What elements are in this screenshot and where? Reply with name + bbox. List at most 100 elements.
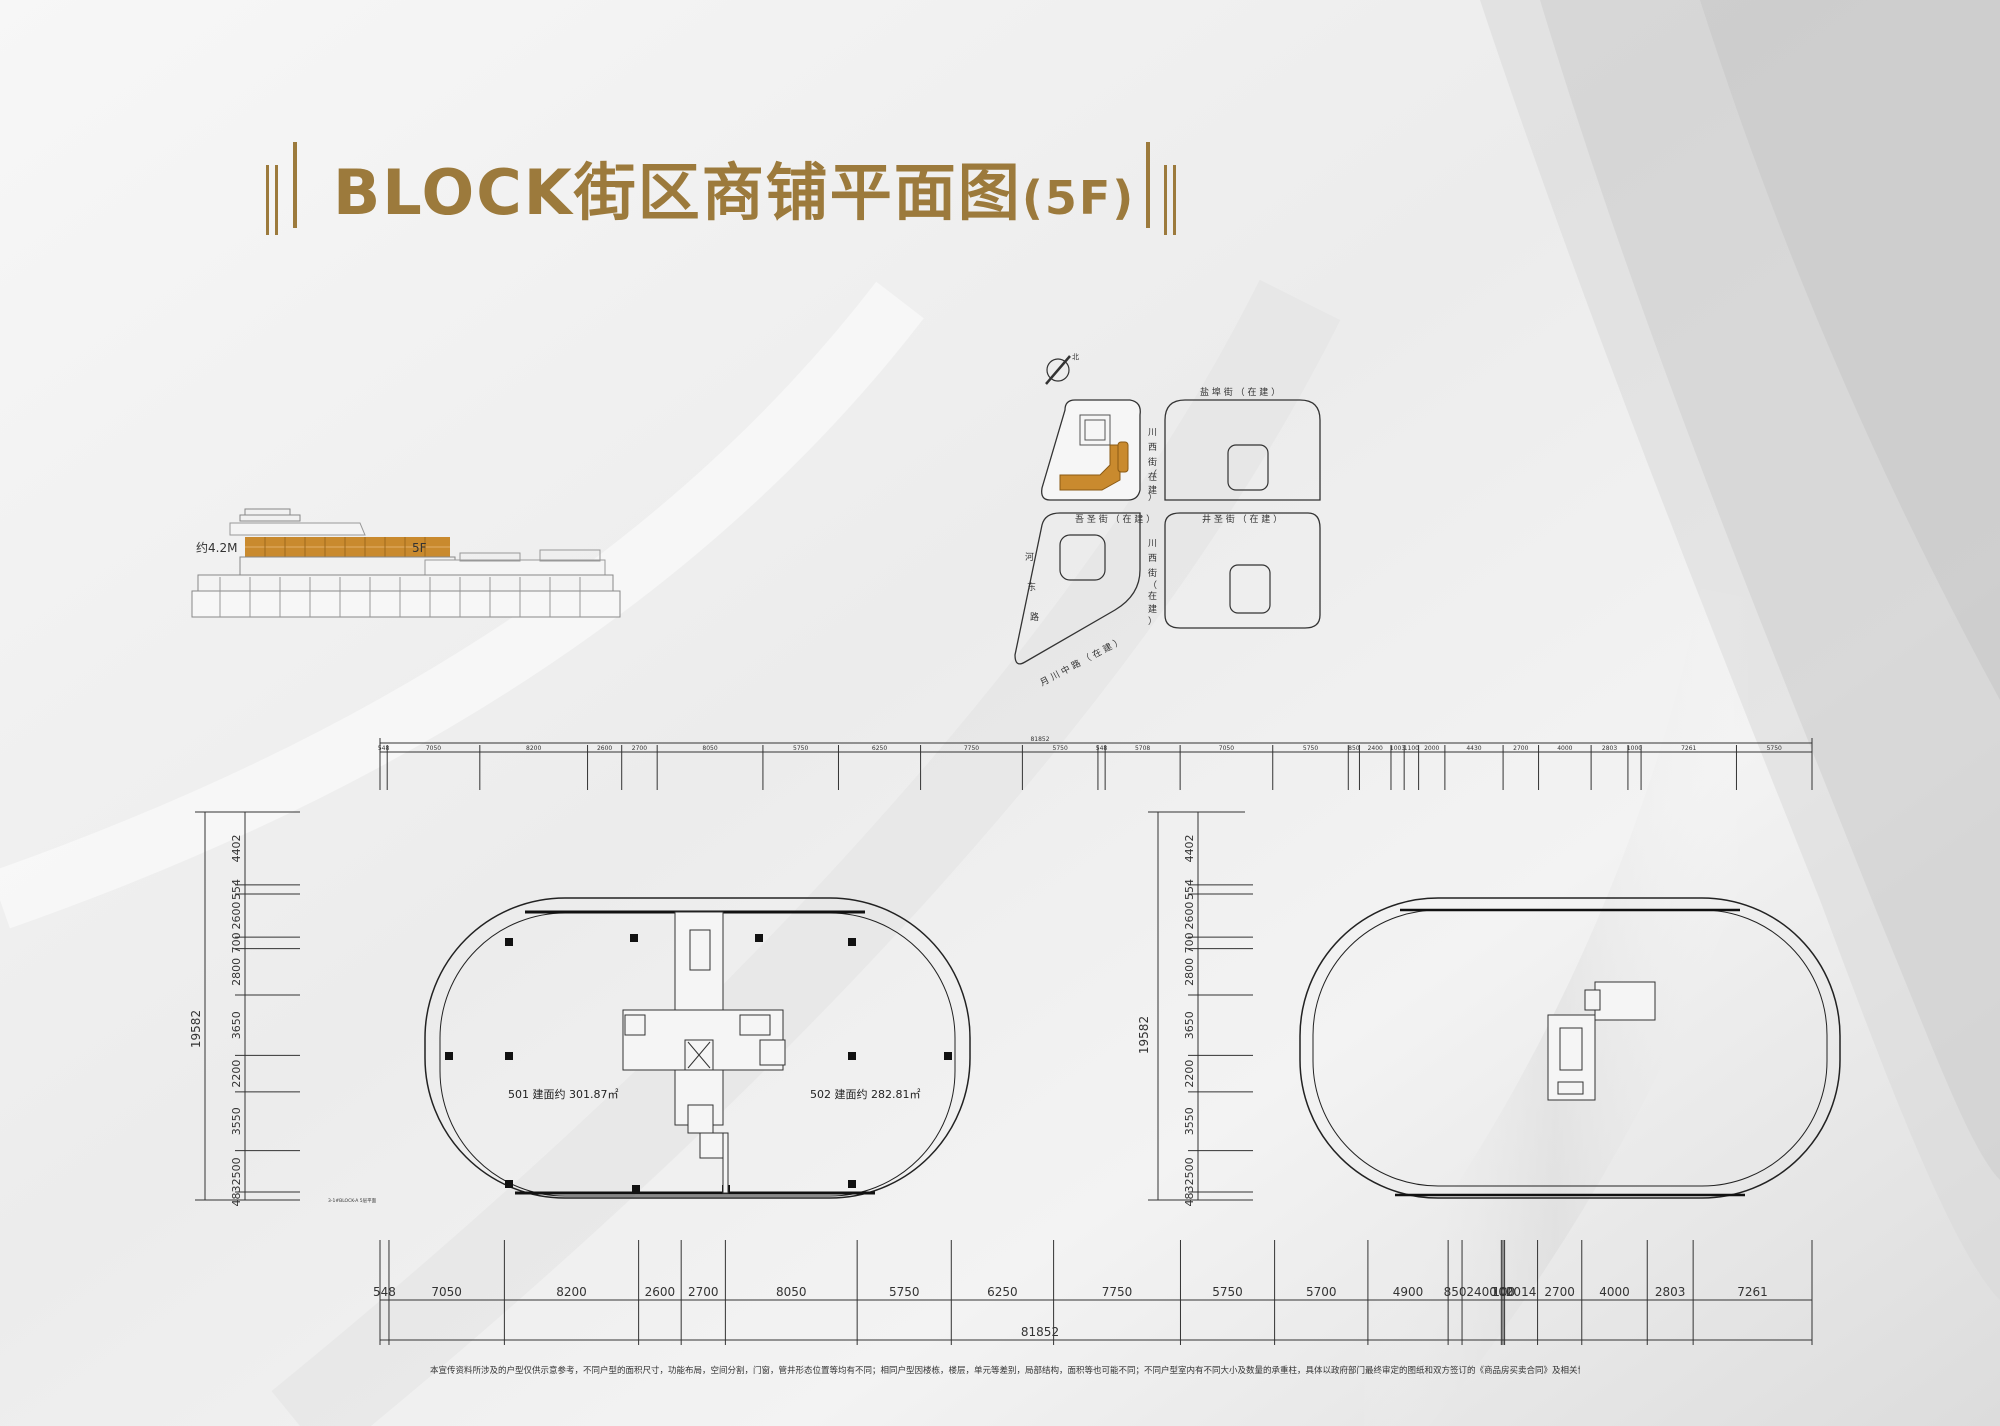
dimension-label: 2700 <box>632 745 647 752</box>
street-char: 建 <box>1148 484 1157 496</box>
dimension-label: 483 <box>1183 1186 1196 1207</box>
dimension-label: 554 <box>230 879 243 900</box>
dimension-label: 8050 <box>702 745 717 752</box>
dimension-label: 483 <box>230 1186 243 1207</box>
title-bar <box>1173 165 1176 235</box>
title-bar <box>293 142 297 228</box>
dimension-label: 2000 <box>1424 745 1439 752</box>
dimension-label: 2600 <box>597 745 612 752</box>
site-map: 北 盐 埠 街 （ 在 建 ） 吾 圣 街 （ 在 建 ） 井 圣 街 （ 在 … <box>1014 353 1321 689</box>
street-char: 西 <box>1148 442 1157 453</box>
section-caption: 3-1#BLOCK-A 5层平面 <box>328 1198 377 1204</box>
dimension-label: 2800 <box>230 958 243 986</box>
dimension-label: 5750 <box>793 745 808 752</box>
dimension-label: 7050 <box>426 745 441 752</box>
dimension-label: 2803 <box>1602 745 1617 752</box>
street-char: （ <box>1148 469 1157 480</box>
dimension-label: 2700 <box>1513 745 1528 752</box>
dimension-label: 2600 <box>1183 902 1196 930</box>
street-char: 在 <box>1148 471 1157 483</box>
dimension-label: 1003 <box>1390 745 1405 752</box>
dimension-label: 5750 <box>1212 1285 1243 1299</box>
street-middle-left-label: 吾 圣 街 （ 在 建 ） <box>1075 513 1155 525</box>
compass-icon: 北 <box>1045 353 1079 385</box>
left-plan <box>424 897 971 1199</box>
dimension-label: 6250 <box>987 1285 1018 1299</box>
street-middle-right-label: 井 圣 街 （ 在 建 ） <box>1202 513 1282 525</box>
dimension-label: 100 <box>1492 1285 1515 1299</box>
dimension-label: 1100 <box>1404 745 1419 752</box>
dimension-label: 2500 <box>1183 1157 1196 1185</box>
dimension-label: 2500 <box>230 1157 243 1185</box>
right-side-total: 19582 <box>1137 1016 1151 1054</box>
left-side-dimensions <box>195 811 300 1201</box>
page-title-floor: (5F) <box>1021 171 1136 225</box>
street-char: ） <box>1148 492 1157 503</box>
unit-502-label: 502 建面约 282.81㎡ <box>810 1087 920 1101</box>
unit-501-label: 501 建面约 301.87㎡ <box>508 1087 618 1101</box>
dimension-label: 4000 <box>1557 745 1572 752</box>
dimension-label: 100 <box>1491 1285 1514 1299</box>
street-char: 东 <box>1027 581 1036 593</box>
title-bar <box>275 165 278 235</box>
elevation-floor-label: 5F <box>412 541 427 555</box>
dimension-label: 700 <box>1183 932 1196 953</box>
street-char: 河 <box>1025 551 1034 563</box>
left-side-total: 19582 <box>189 1010 203 1048</box>
dimension-label: 548 <box>373 1285 396 1299</box>
dimension-label: 8050 <box>776 1285 807 1299</box>
block-highlight <box>1059 414 1129 491</box>
dimension-label: 4900 <box>1393 1285 1424 1299</box>
compass-north-label: 北 <box>1072 353 1079 361</box>
dimension-label: 5700 <box>1306 1285 1337 1299</box>
dimension-label: 2600 <box>645 1285 676 1299</box>
dimension-label: 7750 <box>964 745 979 752</box>
dimension-label: 7261 <box>1681 745 1696 752</box>
street-char: 街 <box>1148 456 1157 468</box>
dimension-label: 4430 <box>1466 745 1481 752</box>
dimension-label: 4402 <box>1183 834 1196 862</box>
street-char: 西 <box>1148 553 1157 564</box>
disclaimer-text: 本宣传资料所涉及的户型仅供示意参考，不同户型的面积尺寸，功能布局，空间分割，门窗… <box>430 1366 1580 1376</box>
street-char: 在 <box>1148 590 1157 602</box>
dimension-label: 4000 <box>1599 1285 1630 1299</box>
street-char: 街 <box>1148 567 1157 579</box>
street-vertical-top: 川 西 街 （ 在 建 ） <box>1148 428 1157 503</box>
dimension-label: 6250 <box>872 745 887 752</box>
dimension-label: 2014 <box>1506 1285 1537 1299</box>
street-char: 川 <box>1148 428 1157 438</box>
right-side-dimensions <box>1148 811 1245 1201</box>
street-char: 建 <box>1148 603 1157 615</box>
dimension-label: 5750 <box>1303 745 1318 752</box>
dimension-label: 8200 <box>556 1285 587 1299</box>
elevation-diagram: 约4.2M 5F <box>191 508 621 618</box>
dimension-label: 3650 <box>230 1011 243 1039</box>
title-bar <box>1146 142 1150 228</box>
dimension-label: 5750 <box>1053 745 1068 752</box>
title-bar <box>266 165 269 235</box>
dimension-label: 7750 <box>1102 1285 1133 1299</box>
page-title: BLOCK街区商铺平面图 <box>333 156 1022 229</box>
street-char: 路 <box>1030 611 1039 623</box>
dimension-label: 3550 <box>230 1107 243 1135</box>
street-char: ） <box>1148 616 1157 627</box>
bottom-dimension-chain <box>379 1240 1813 1345</box>
dimension-label: 2600 <box>230 902 243 930</box>
dimension-label: 850 <box>1348 745 1360 752</box>
dimension-label: 7050 <box>431 1285 462 1299</box>
dimension-label: 700 <box>230 932 243 953</box>
dimension-label: 2400 <box>1368 745 1383 752</box>
dimension-label: 2700 <box>688 1285 719 1299</box>
dimension-label: 3550 <box>1183 1107 1196 1135</box>
dimension-label: 1000 <box>1627 745 1642 752</box>
street-left: 河 东 路 <box>1025 551 1039 623</box>
dimension-label: 3650 <box>1183 1011 1196 1039</box>
street-top-label: 盐 埠 街 （ 在 建 ） <box>1200 386 1280 398</box>
dimension-label: 548 <box>378 745 390 752</box>
dimension-label: 2803 <box>1655 1285 1686 1299</box>
dimension-label: 850 <box>1444 1285 1467 1299</box>
